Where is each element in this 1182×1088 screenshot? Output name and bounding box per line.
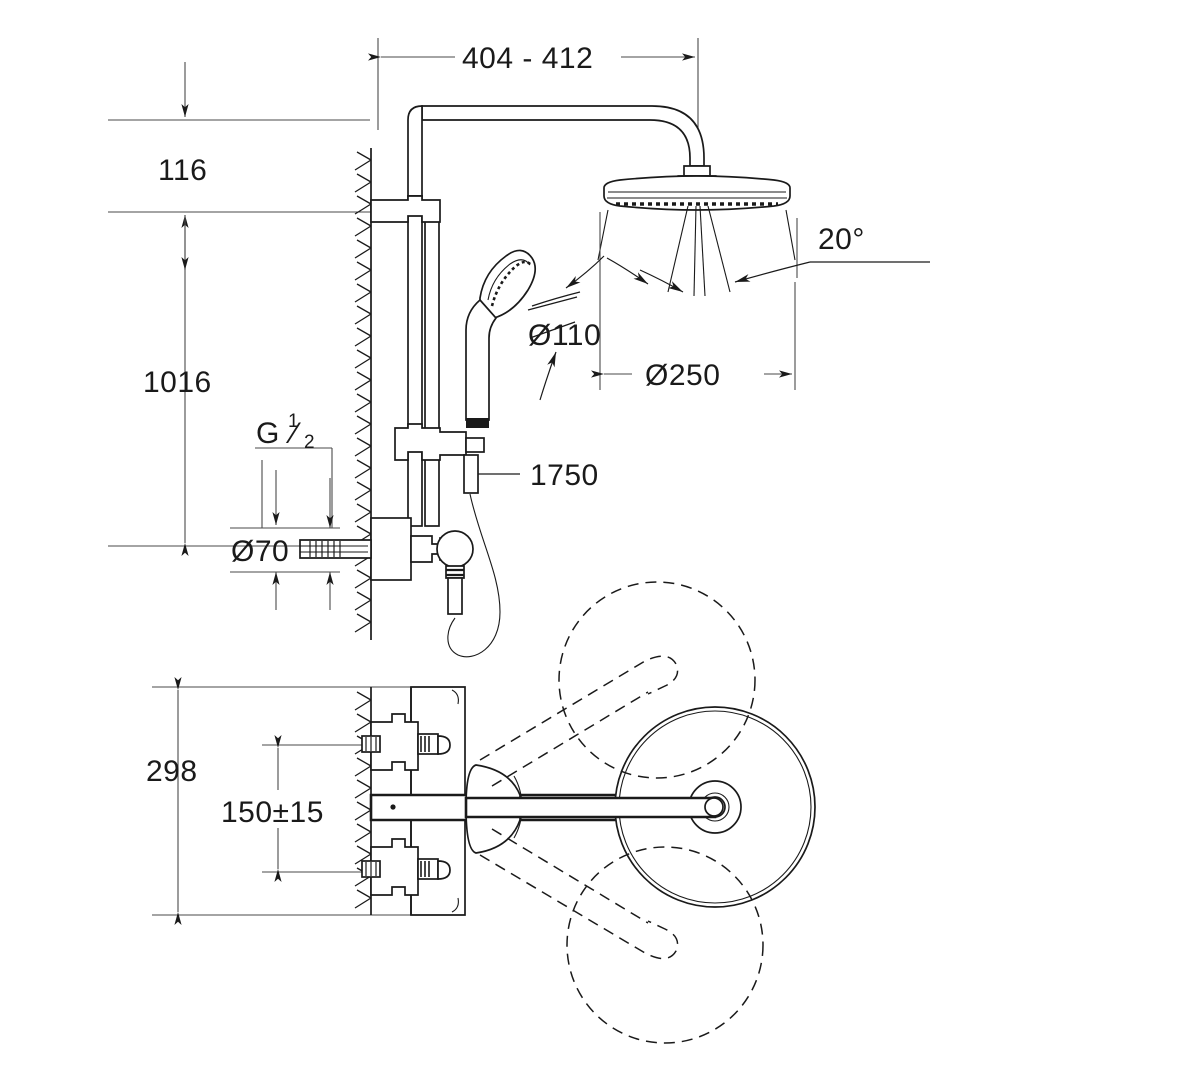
annotation-20-degrees [606, 218, 930, 293]
spray-cone-lines [597, 205, 796, 297]
annotation-diameter-110 [527, 255, 605, 401]
lever-handle-rotation-plan [479, 581, 764, 1044]
dimension-150-plusminus-15 [262, 735, 378, 882]
dimension-labels: 404 - 412 116 1016 G 1 ⁄ 2 Ø70 Ø110 Ø250… [143, 42, 865, 829]
dimension-g-half [255, 447, 340, 610]
round-escutcheon-plate [464, 706, 816, 908]
label-150-plusminus-15: 150±15 [221, 796, 324, 829]
flexible-shower-hose [447, 493, 501, 658]
label-404-412: 404 - 412 [462, 42, 593, 75]
label-1750: 1750 [530, 459, 599, 492]
label-1016: 1016 [143, 366, 212, 399]
dimension-diameter-250 [591, 212, 796, 390]
label-g-thread-numerator: 1 [288, 411, 299, 432]
wall-inlet-valve [299, 517, 474, 615]
dimension-298 [152, 677, 460, 925]
dimension-116 [108, 62, 372, 270]
label-diameter-250: Ø250 [645, 359, 720, 392]
dimension-diameter-70 [230, 527, 340, 573]
hatched-wall-section-lower [354, 687, 372, 915]
label-diameter-70: Ø70 [231, 535, 289, 568]
wall-bracket-upper [370, 195, 441, 223]
round-head-shower [603, 165, 791, 211]
label-g-thread-denominator: 2 [304, 432, 315, 453]
hatched-wall-section [354, 148, 372, 640]
shower-rail-slider [394, 423, 485, 494]
label-298: 298 [146, 755, 198, 788]
label-g-thread: G [256, 417, 280, 450]
hand-shower [465, 249, 537, 428]
label-116: 116 [158, 154, 207, 187]
label-20-degrees: 20° [818, 223, 865, 256]
label-diameter-110: Ø110 [528, 319, 601, 352]
